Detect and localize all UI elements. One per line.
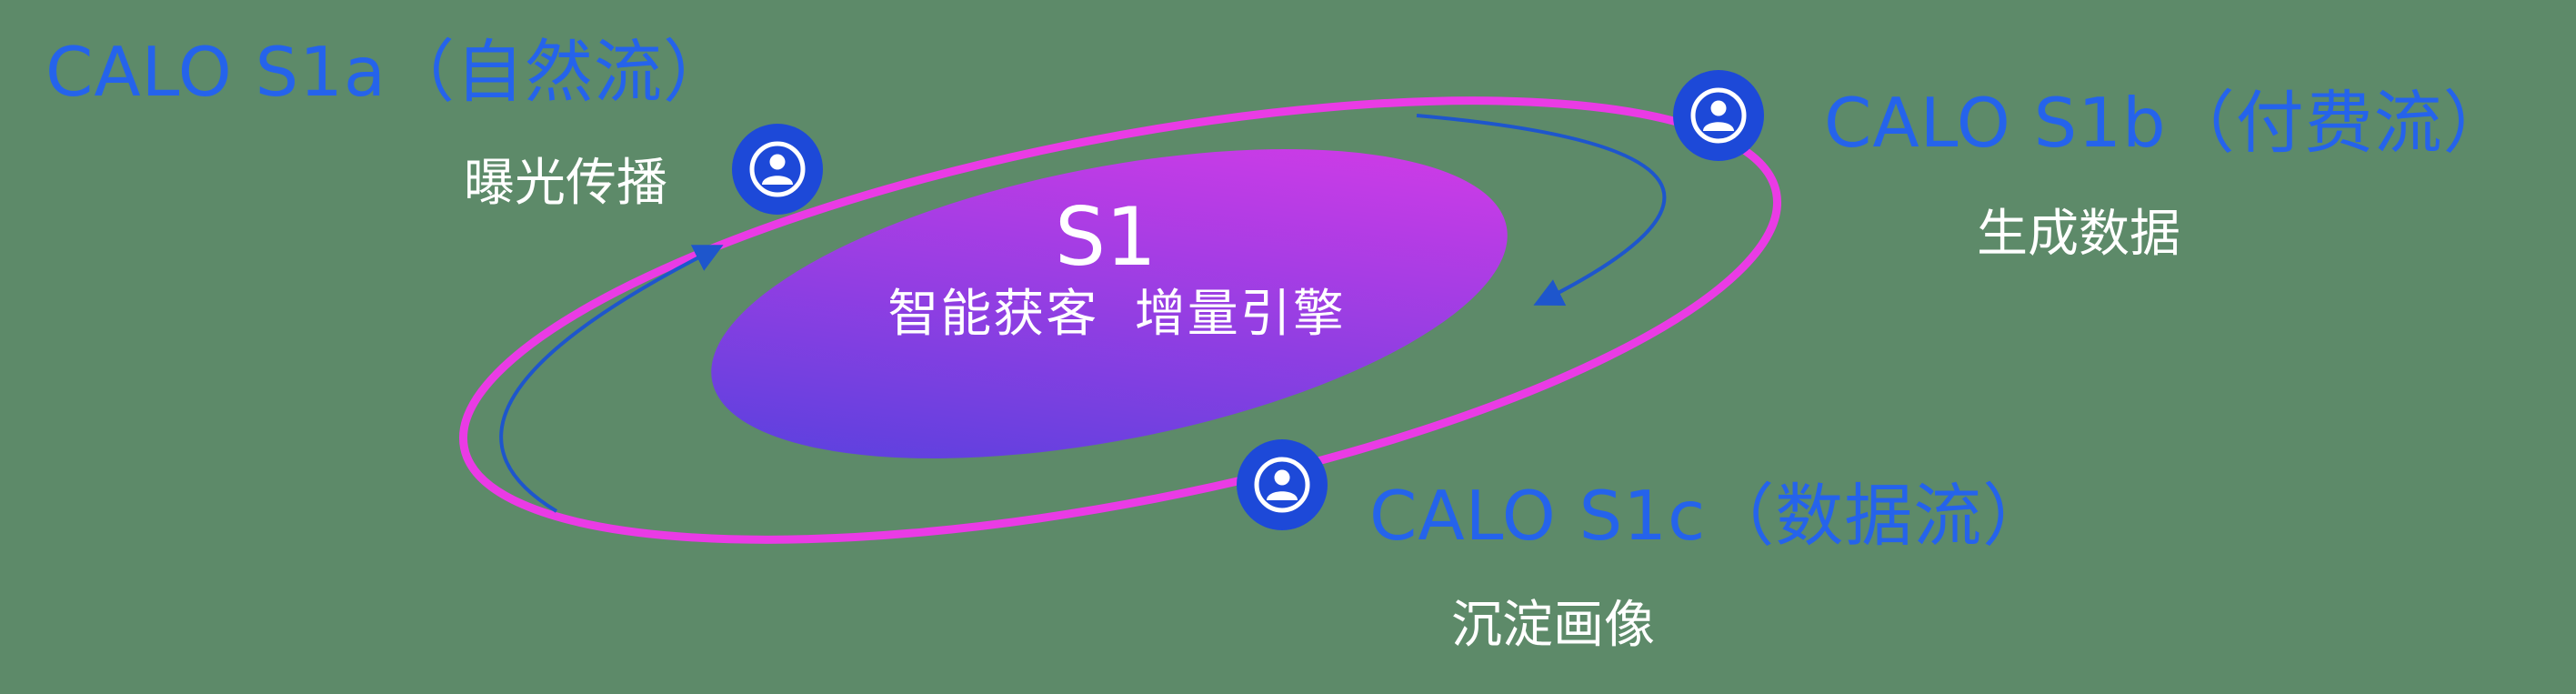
core-subtitle: 智能获客 增量引擎 — [887, 285, 1346, 344]
node-s1a-label: 曝光传播 — [464, 154, 667, 213]
flow-arrow-left-icon — [499, 245, 724, 513]
person-icon — [1673, 70, 1764, 161]
node-s1c-label: 沉淀画像 — [1451, 596, 1655, 655]
node-s1c-title: CALO S1c（数据流） — [1369, 476, 2052, 556]
flow-arrow-right-icon — [1416, 114, 1667, 306]
node-s1b-label: 生成数据 — [1977, 205, 2180, 264]
core-title: S1 — [1055, 190, 1157, 284]
person-icon — [1237, 439, 1328, 530]
node-s1a-title: CALO S1a（自然流） — [45, 32, 732, 112]
core-ellipse — [711, 149, 1508, 458]
node-s1b-title: CALO S1b（付费流） — [1824, 83, 2512, 163]
orbit-ring — [458, 96, 1782, 544]
person-icon — [732, 124, 823, 215]
